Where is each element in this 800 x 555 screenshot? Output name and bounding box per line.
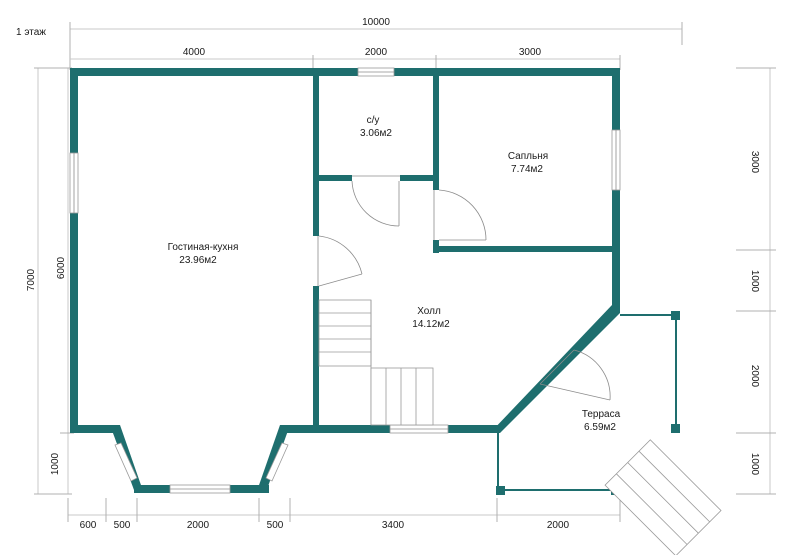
- walls: [70, 68, 620, 493]
- windows: [69, 67, 621, 494]
- dim-top-3: 3000: [519, 47, 542, 58]
- dim-bottom-3: 2000: [187, 520, 210, 531]
- doors: [313, 175, 611, 401]
- room-area-bedroom: 7.74м2: [511, 164, 543, 175]
- room-name-living-kitchen: Гостиная-кухня: [168, 242, 239, 253]
- room-name-terrace: Терраса: [582, 409, 621, 420]
- terrace: [496, 311, 722, 555]
- dim-top-1: 4000: [183, 47, 206, 58]
- dim-right-2: 1000: [749, 270, 760, 293]
- floor-label: 1 этаж: [16, 27, 46, 38]
- staircase: [318, 299, 434, 426]
- dimension-lines: [34, 22, 776, 522]
- room-area-living-kitchen: 23.96м2: [179, 255, 217, 266]
- dim-bottom-5: 3400: [382, 520, 405, 531]
- dim-bottom-1: 600: [80, 520, 97, 531]
- dim-bottom-6: 2000: [547, 520, 570, 531]
- room-name-bathroom: с/у: [367, 115, 380, 126]
- dim-right-4: 1000: [749, 453, 760, 476]
- room-area-bathroom: 3.06м2: [360, 128, 392, 139]
- dim-top-total: 10000: [362, 17, 390, 28]
- room-area-hall: 14.12м2: [412, 319, 450, 330]
- dim-left-outer: 7000: [26, 268, 37, 291]
- room-name-hall: Холл: [417, 306, 441, 317]
- room-area-terrace: 6.59м2: [584, 422, 616, 433]
- room-labels: Гостиная-кухня 23.96м2 с/у 3.06м2 Сапльн…: [168, 115, 621, 433]
- dim-bottom-4: 500: [267, 520, 284, 531]
- dim-right-1: 3000: [749, 151, 760, 174]
- dim-bottom-2: 500: [114, 520, 131, 531]
- dim-left-inner: 6000: [56, 256, 67, 279]
- dim-right-3: 2000: [749, 365, 760, 388]
- dim-top-2: 2000: [365, 47, 388, 58]
- dim-left-bottom: 1000: [50, 452, 61, 475]
- room-name-bedroom: Сапльня: [508, 151, 548, 162]
